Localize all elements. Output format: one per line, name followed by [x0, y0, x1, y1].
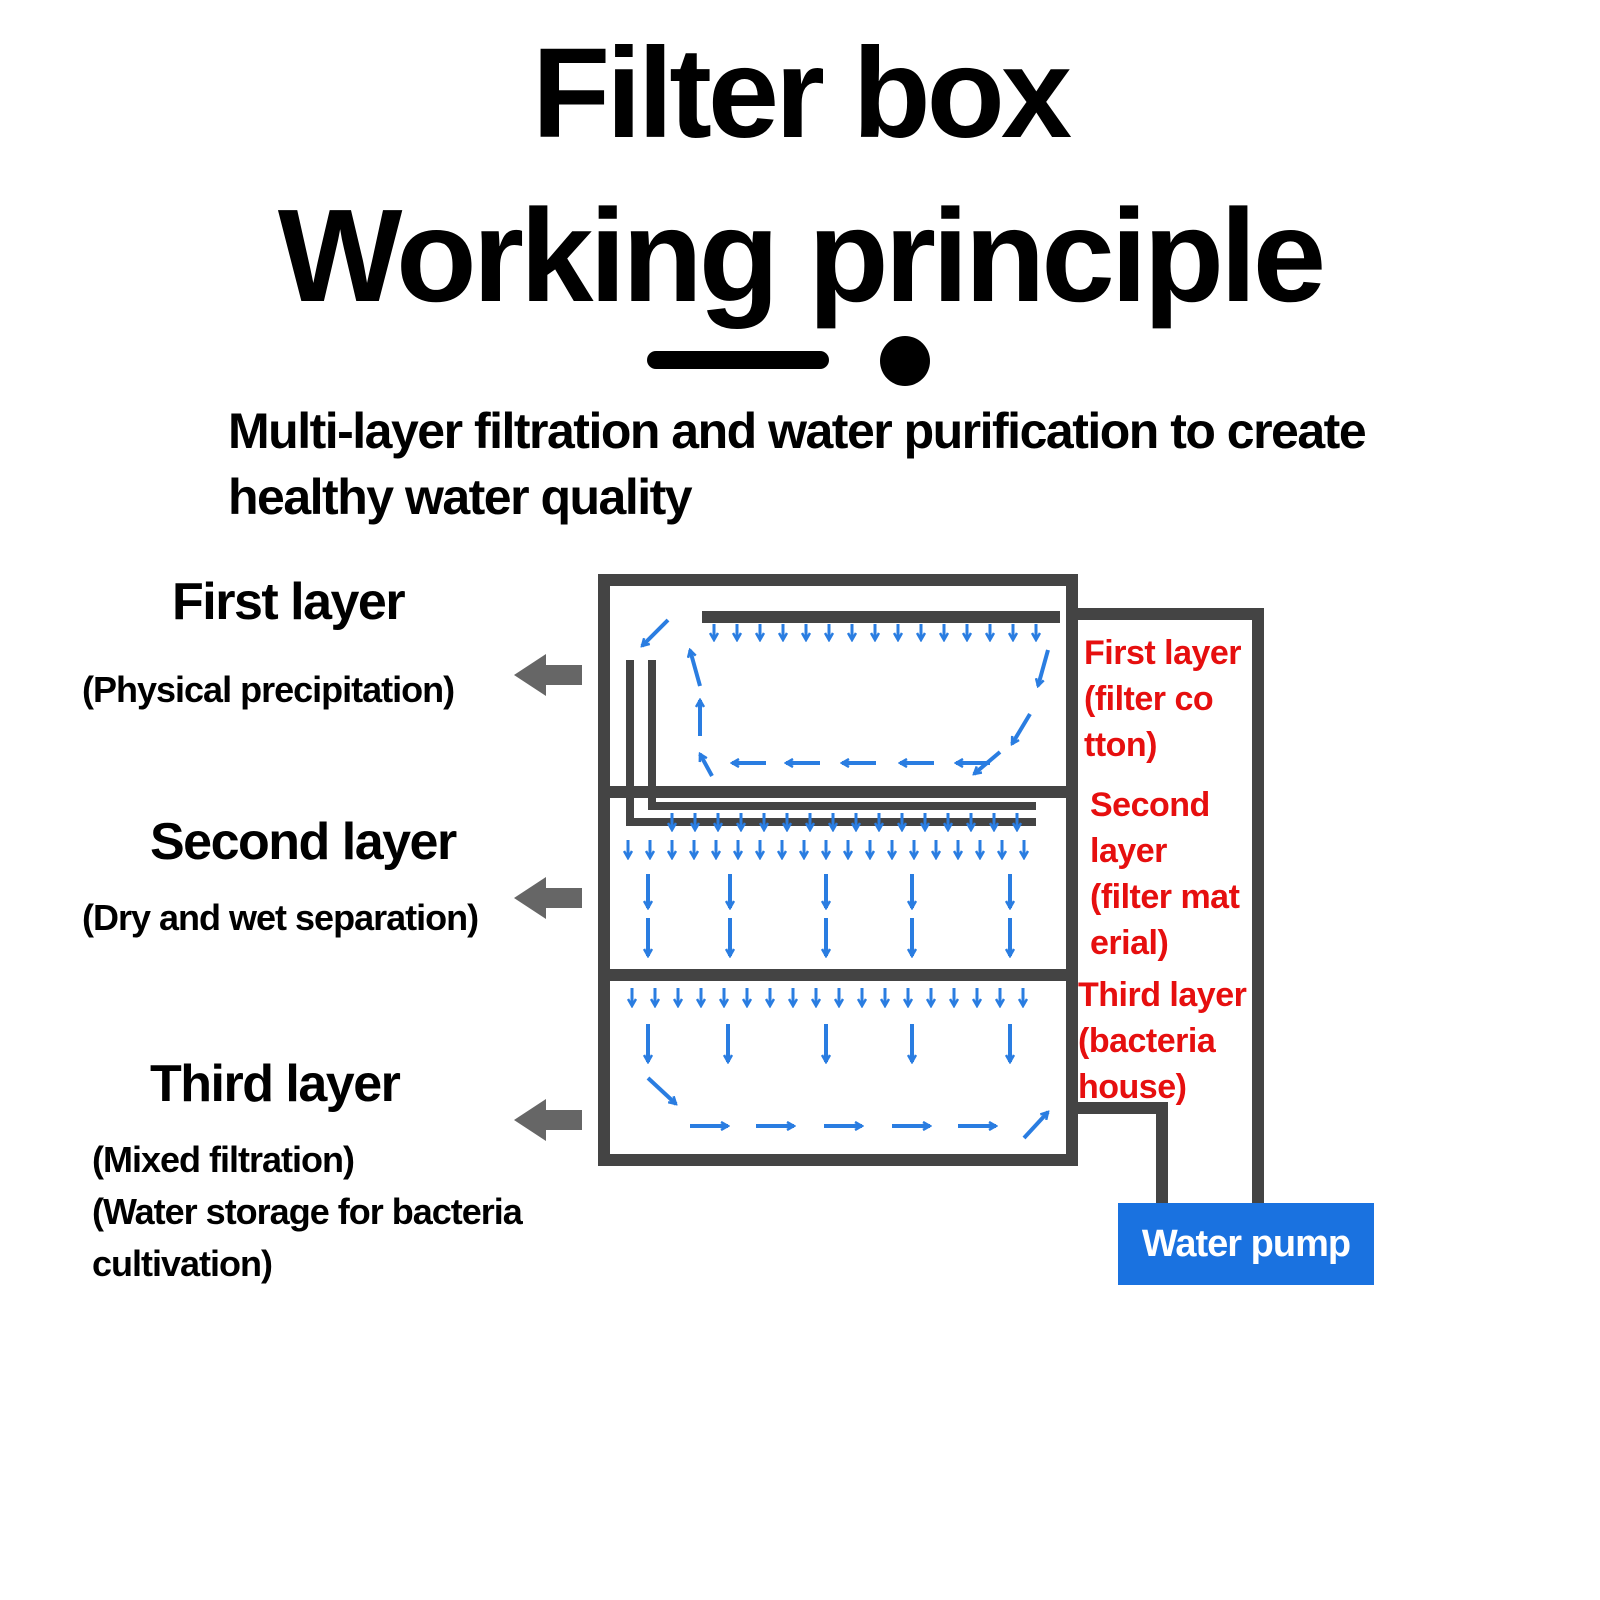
left-third-layer-heading: Third layer: [150, 1055, 401, 1113]
box-outline: [598, 574, 1264, 1210]
right-third-layer-label: Third layer (bacteria house): [1078, 972, 1247, 1110]
title-line-2: Working principle: [277, 182, 1326, 329]
right-first-line-1: First layer: [1084, 634, 1242, 672]
flow-arrow-77: [698, 754, 714, 777]
flow-arrow-68: [642, 618, 670, 646]
side-arrow-third: [514, 1099, 582, 1141]
right-first-line-2: (filter co: [1084, 680, 1214, 718]
right-third-line-1: Third layer: [1078, 976, 1247, 1014]
right-second-layer-label: Second layer (filter mat erial): [1090, 782, 1240, 966]
flow-arrow-79: [690, 650, 702, 687]
title-line-1: Filter box: [531, 22, 1072, 165]
inner-pipe-inner: [648, 660, 1036, 810]
right-third-line-2: (bacteria: [1078, 1022, 1216, 1060]
subtitle: Multi-layer filtration and water purific…: [228, 403, 1367, 525]
right-third-line-3: house): [1078, 1068, 1187, 1106]
flow-arrow-70: [1010, 712, 1032, 744]
right-second-line-3: (filter mat: [1090, 878, 1240, 916]
box-frame: [598, 574, 1078, 1166]
right-first-layer-label: First layer (filter co tton): [1084, 630, 1242, 768]
flow-arrow-69: [1038, 649, 1050, 686]
left-second-layer-note: (Dry and wet separation): [82, 897, 479, 938]
left-third-layer-note-2: (Water storage for bacteria cultivation): [92, 1191, 523, 1284]
side-arrow-first: [514, 654, 582, 696]
return-pipe-inner: [1072, 1102, 1168, 1210]
water-pump-box: Water pump: [1118, 1203, 1374, 1285]
left-first-layer-heading: First layer: [172, 573, 406, 631]
flow-arrow-101: [1022, 1112, 1048, 1140]
right-second-line-2: layer: [1090, 832, 1167, 870]
side-arrow-second: [514, 877, 582, 919]
return-pipe-right: [1072, 608, 1264, 1210]
left-second-layer-heading: Second layer: [150, 813, 457, 871]
right-first-line-3: tton): [1084, 726, 1158, 764]
right-second-line-4: erial): [1090, 924, 1169, 962]
flow-arrow-95: [646, 1076, 676, 1104]
divider-dot: [880, 336, 930, 386]
side-arrows: [514, 654, 582, 1141]
left-third-layer-note-1: (Mixed filtration): [92, 1139, 355, 1180]
water-pump-label: Water pump: [1141, 1222, 1351, 1265]
flow-arrows: [628, 618, 1050, 1140]
right-second-line-1: Second: [1090, 786, 1210, 824]
left-first-layer-note: (Physical precipitation): [82, 669, 455, 710]
